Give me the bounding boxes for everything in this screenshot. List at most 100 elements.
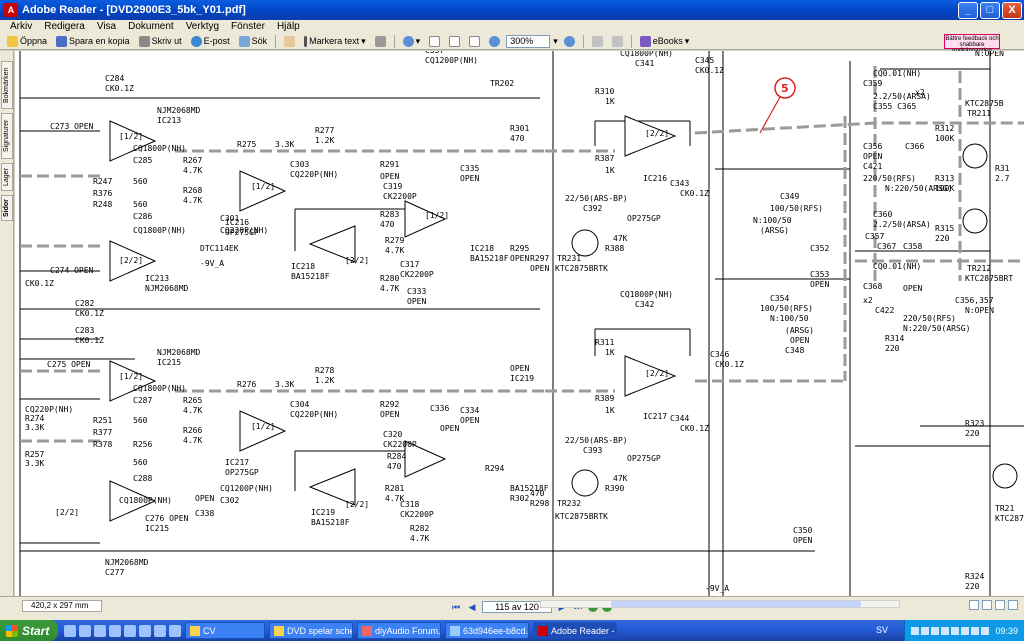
fit-width-button[interactable] [466,34,483,49]
schematic-label: OPEN [790,336,809,345]
schematic-label: 4.7K [183,196,202,205]
schematic-label: IC219 [510,374,534,383]
start-button[interactable]: Start [0,620,58,641]
tray-icon[interactable] [971,626,979,635]
menu-hjalp[interactable]: Hjälp [276,21,300,32]
quicklaunch-icon[interactable] [64,624,76,637]
tray-icon[interactable] [961,626,969,635]
quicklaunch-icon[interactable] [169,624,181,637]
zoom-out-button[interactable] [486,34,503,49]
schematic-label: CQ220P(NH) [25,405,73,414]
continuous-icon[interactable] [982,600,992,610]
schematic-label: IC213 [157,116,181,125]
zoom-field[interactable]: 300% [506,34,551,48]
quicklaunch-icon[interactable] [139,624,151,637]
quicklaunch-icon[interactable] [109,624,121,637]
chevron-down-icon: ▾ [684,35,690,46]
menu-fonster[interactable]: Fönster [231,21,265,32]
schematic-label: [2/2] [645,129,669,138]
quicklaunch-icon[interactable] [79,624,91,637]
tray-icon[interactable] [951,626,959,635]
hand-tool-button[interactable] [281,34,298,49]
schematic-label: C275 OPEN [47,360,91,369]
menu-visa[interactable]: Visa [96,21,117,32]
taskbar-item-dvd[interactable]: DVD spelar sche... [269,622,353,639]
fit-page-button[interactable] [446,34,463,49]
schematic-label: C274 OPEN [50,266,94,275]
tray-icon[interactable] [941,626,949,635]
rotate-cw-button[interactable] [609,34,626,49]
quicklaunch-icon[interactable] [154,624,166,637]
taskbar-item-cv[interactable]: CV [185,622,265,639]
print-button[interactable]: Skriv ut [136,34,185,49]
schematic-label: R324 [965,572,984,581]
tray-icon[interactable] [981,626,989,635]
tab-signatures[interactable]: Signaturer [1,113,13,159]
minus-icon [489,35,501,47]
schematic-label: R315 [935,224,954,233]
maximize-button[interactable]: □ [980,1,1000,19]
schematic-label: NJM2068MD [105,558,149,567]
email-button[interactable]: E-post [188,34,233,49]
rotate-button[interactable] [589,34,606,49]
toolbar-separator [275,34,277,48]
search-button[interactable]: Sök [236,34,271,49]
chevron-down-icon[interactable]: ▾ [553,35,558,46]
schematic-label: OPEN [793,536,812,545]
schematic-label: C287 [133,396,152,405]
schematic-label: CQ220P(NH) [290,170,338,179]
snapshot-button[interactable] [372,34,389,49]
schematic-label: OP275GP [225,228,259,237]
tab-pages[interactable]: Sidor [1,195,13,221]
zoom-in-button[interactable] [561,34,578,49]
schematic-label: R387 [595,154,614,163]
minimize-button[interactable]: _ [958,1,978,19]
clock[interactable]: 09:39 [995,625,1018,636]
schematic-label: CK2200P [383,440,417,449]
schematic-label: 470 [530,489,545,498]
single-page-icon[interactable] [969,600,979,610]
quicklaunch-icon[interactable] [94,624,106,637]
menu-redigera[interactable]: Redigera [44,21,85,32]
schematic-label: R376 [93,189,112,198]
taskbar-item-diyaudio[interactable]: diyAudio Forum... [357,622,441,639]
schematic-label: [1/2] [425,211,449,220]
schematic-label: C357 [865,232,884,241]
menu-arkiv[interactable]: Arkiv [10,21,33,32]
schematic-label: 22/50(ARS-BP) [565,194,628,203]
schematic-label: 3.3K [25,423,44,432]
actual-size-button[interactable] [426,34,443,49]
zoom-tool-button[interactable]: ▾ [400,34,424,49]
schematic-label: C392 [583,204,602,213]
taskbar-item-image[interactable]: 63d946ee-b8cd... [445,622,529,639]
tab-bookmarks[interactable]: Bokmärken [1,61,13,109]
tray-icon[interactable] [911,626,919,635]
plus-icon [563,35,575,47]
continuous-facing-icon[interactable] [1008,600,1018,610]
open-button[interactable]: Öppna [4,34,50,49]
horizontal-scrollbar[interactable] [540,600,900,608]
taskbar-item-adobe-reader[interactable]: Adobe Reader - ... [533,622,617,639]
tray-icon[interactable] [931,626,939,635]
quicklaunch-icon[interactable] [124,624,136,637]
ebooks-button[interactable]: eBooks▾ [637,34,693,49]
first-page-button[interactable]: ⏮ [451,601,461,612]
menu-verktyg[interactable]: Verktyg [185,21,220,32]
schematic-label: 220 [885,344,900,353]
feedback-banner[interactable]: Bättre feedback och snabbare godkännande… [944,34,1000,54]
scrollbar-thumb[interactable] [611,601,861,607]
toolbar: Öppna Spara en kopia Skriv ut E-post Sök… [0,33,1024,54]
tab-layers[interactable]: Lager [1,163,13,191]
language-indicator[interactable]: SV [876,625,889,635]
menu-dokument[interactable]: Dokument [128,21,174,32]
save-copy-button[interactable]: Spara en kopia [53,34,133,49]
facing-icon[interactable] [995,600,1005,610]
select-text-button[interactable]: Markera text▾ [301,34,369,49]
previous-page-button[interactable]: ◀ [468,601,476,612]
schematic-label: C282 [75,299,94,308]
close-button[interactable]: X [1002,1,1022,19]
tray-icon[interactable] [921,626,929,635]
